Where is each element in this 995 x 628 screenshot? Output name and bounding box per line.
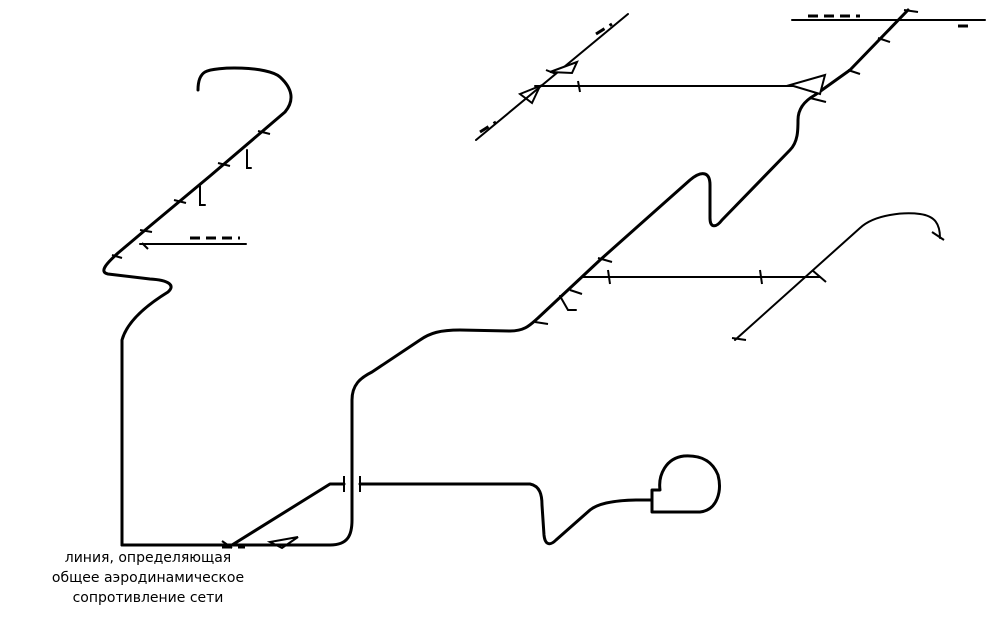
middle-diagonal-branch [734, 212, 941, 341]
upper-dash-1 [479, 120, 497, 134]
bottom-right-airway [358, 482, 654, 546]
middle-stub [559, 295, 577, 311]
left-stub-2 [246, 149, 252, 169]
left-stub-1 [199, 185, 206, 206]
middle-branch-ticks [534, 231, 945, 341]
upper-dash-2 [595, 22, 613, 36]
fan-triangle-upper [549, 60, 579, 75]
upper-diagonal-branch [475, 13, 629, 141]
caption-line-2: общее аэродинамическое [51, 570, 245, 586]
fan-triangle-right [786, 73, 827, 96]
caption-line-1: линия, определяющая [64, 550, 232, 566]
loop-chamber [650, 454, 721, 514]
central-riser [248, 8, 910, 547]
aerodynamic-resistance-caption: линия, определяющая общее аэродинамическ… [0, 548, 296, 608]
caption-line-3: сопротивление сети [72, 590, 224, 606]
bottom-diagonal-line [230, 482, 346, 547]
upper-branch-ticks [545, 9, 919, 103]
left-main-airway [102, 66, 293, 547]
left-branch-ticks [111, 130, 271, 259]
